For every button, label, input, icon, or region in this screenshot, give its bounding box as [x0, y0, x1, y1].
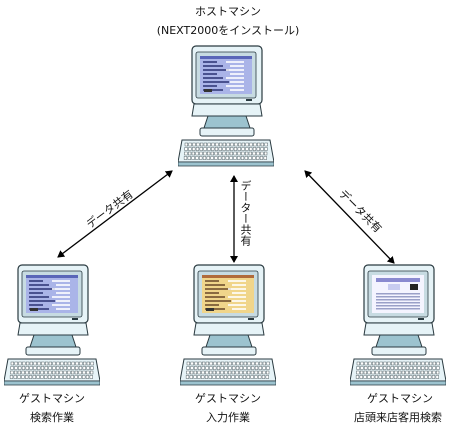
- guest-computer-input: [179, 263, 277, 387]
- host-subtitle: (NEXT2000をインストール): [156, 24, 300, 37]
- guest-3-title: ゲストマシン: [367, 392, 433, 405]
- link-label-center: データー共有: [239, 180, 252, 246]
- host-title: ホストマシン: [195, 5, 261, 18]
- guest-2-task: 入力作業: [206, 411, 250, 424]
- guest-2-title: ゲストマシン: [195, 392, 261, 405]
- guest-1-title: ゲストマシン: [19, 392, 85, 405]
- guest-computer-search: [3, 263, 101, 387]
- guest-1-task: 検索作業: [30, 411, 74, 424]
- arrow-right: [304, 170, 395, 264]
- host-computer: [177, 44, 275, 168]
- guest-3-task: 店頭来店客用検索: [354, 411, 442, 424]
- arrow-left: [57, 170, 173, 258]
- guest-computer-kiosk: [349, 263, 447, 387]
